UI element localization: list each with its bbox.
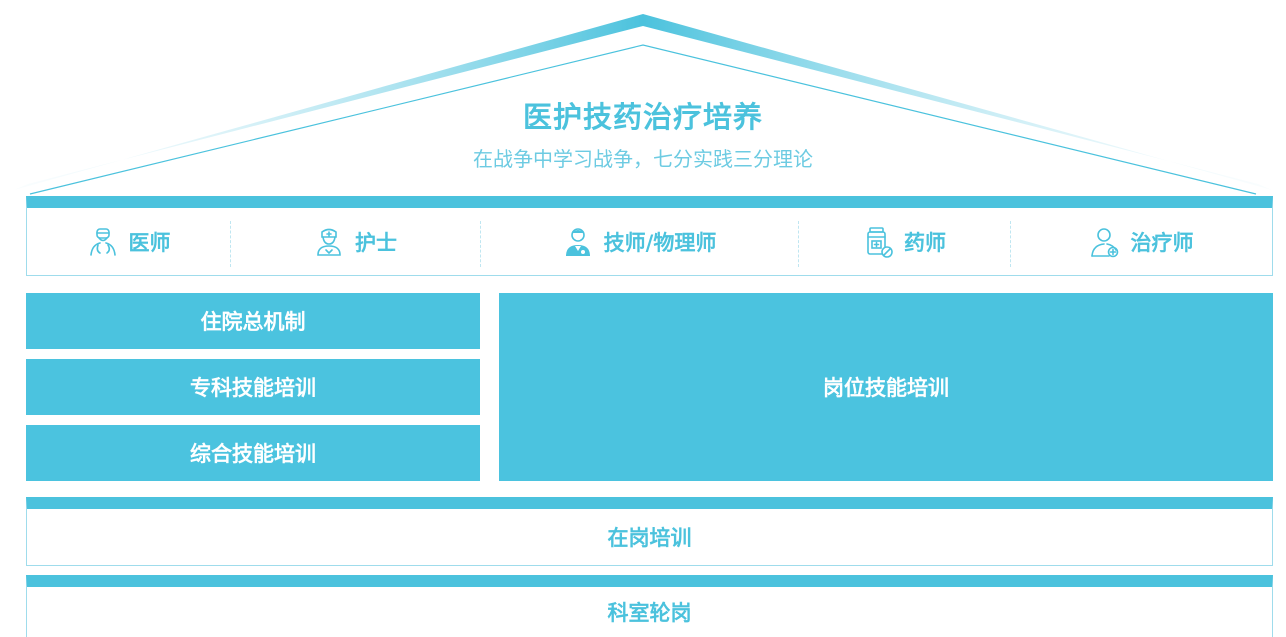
nurse-icon <box>317 228 341 256</box>
role-doctor: 医师 <box>27 208 230 275</box>
roof-shape <box>14 14 1272 195</box>
role-label-pharmacist: 药师 <box>904 230 946 255</box>
roof-title: 医护技药治疗培养 <box>522 100 763 134</box>
role-pharmacist: 药师 <box>798 208 1010 275</box>
doctor-icon <box>89 227 116 256</box>
roof: 医护技药治疗培养 在战争中学习战争，七分实践三分理论 <box>0 0 1286 210</box>
role-label-technician: 技师/物理师 <box>603 230 717 255</box>
band-on-job-training: 在岗培训 <box>26 497 1273 566</box>
technician-icon <box>565 227 590 256</box>
block-post-skills: 岗位技能培训 <box>499 293 1273 481</box>
therapist-icon <box>1090 227 1118 257</box>
block-chief-resident: 住院总机制 <box>26 293 480 349</box>
block-specialty-skills: 专科技能培训 <box>26 359 480 415</box>
role-therapist: 治疗师 <box>1010 208 1272 275</box>
roof-subtitle: 在战争中学习战争，七分实践三分理论 <box>473 147 813 171</box>
role-label-doctor: 医师 <box>128 230 171 255</box>
role-technician: 技师/物理师 <box>480 208 798 275</box>
role-label-therapist: 治疗师 <box>1130 230 1194 255</box>
pharmacist-icon <box>867 226 893 258</box>
role-bar: 医师 护士 技师/物理师 <box>26 196 1273 276</box>
role-label-nurse: 护士 <box>355 230 397 255</box>
block-general-skills: 综合技能培训 <box>26 425 480 481</box>
band-department-rotation: 科室轮岗 <box>26 575 1273 637</box>
role-nurse: 护士 <box>230 208 480 275</box>
